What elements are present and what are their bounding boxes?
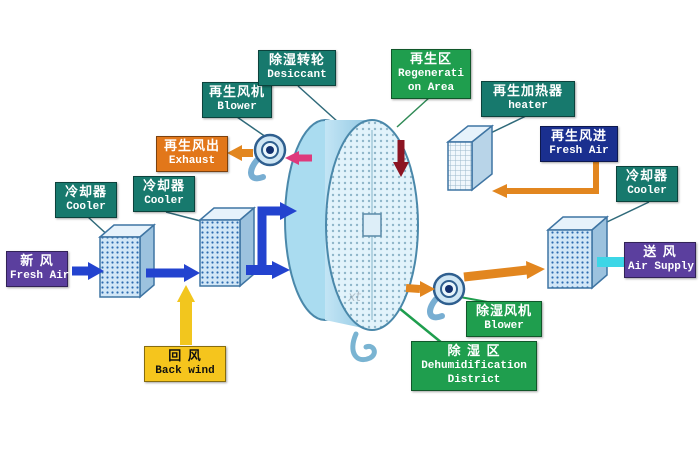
label-cooler-left-2-en: Cooler <box>144 195 184 208</box>
mix-arrowhead <box>184 264 200 282</box>
dehum-blower-scroll <box>427 296 445 321</box>
label-cooler-left-2: 冷却器 Cooler <box>133 176 195 212</box>
label-desiccant-zh: 除湿转轮 <box>268 53 325 68</box>
label-cooler-left-1-zh: 冷却器 <box>64 185 107 200</box>
label-regen-heater-zh: 再生加热器 <box>492 84 563 99</box>
label-desiccant-wheel: 除湿转轮 Desiccant <box>258 50 336 86</box>
label-air-supply-zh: 送 风 <box>643 245 677 260</box>
cooler2-front-face <box>199 219 241 287</box>
label-cooler-left-1: 冷却器 Cooler <box>55 182 117 218</box>
regen-in-arrow <box>507 162 599 194</box>
label-air-supply: 送 风 Air Supply <box>624 242 696 278</box>
label-fresh-air-in-en: Fresh Air <box>10 270 70 283</box>
label-exhaust-zh: 再生风出 <box>163 139 220 154</box>
fresh-air-arrowhead <box>88 262 104 280</box>
label-regen-fresh-air-en: Fresh Air <box>549 145 609 158</box>
regen-heater-graphic <box>445 124 495 192</box>
cooler1-front-face <box>99 236 141 298</box>
regen-out-arrowhead <box>285 151 299 165</box>
label-regen-area-en2: on Area <box>407 82 455 94</box>
desiccant-wheel-graphic <box>284 119 419 362</box>
cooler-box-left-2-graphic <box>197 206 257 288</box>
regen-blower-scroll <box>248 157 266 182</box>
wheel-to-blower-arrowhead <box>420 281 435 297</box>
heater-front-face <box>447 141 473 191</box>
label-exhaust: 再生风出 Exhaust <box>156 136 228 172</box>
label-dehum-blower-en: Blower <box>484 320 524 333</box>
process-air-arrows <box>72 202 297 282</box>
leader-regen-blower <box>236 116 267 138</box>
label-regen-fresh-air: 再生风进 Fresh Air <box>540 126 618 162</box>
process-arrowhead-upper <box>280 202 297 220</box>
regen-heated-arrowhead <box>393 162 409 177</box>
dehum-blower-graphic <box>427 272 466 321</box>
label-cooler-right-en: Cooler <box>627 185 667 198</box>
label-regen-blower-zh: 再生风机 <box>208 85 265 100</box>
back-wind-arrow <box>177 285 195 345</box>
leader-desiccant <box>297 85 339 123</box>
label-cooler-left-1-en: Cooler <box>66 201 106 214</box>
label-regen-heater: 再生加热器 heater <box>481 81 575 117</box>
label-dehum-district-en1: Dehumidification <box>421 360 527 373</box>
wheel-curl <box>350 331 377 362</box>
label-back-wind: 回 风 Back wind <box>144 346 226 382</box>
watermark-text: xt <box>348 290 361 305</box>
label-fresh-air-in-zh: 新 风 <box>20 254 54 269</box>
regeneration-arrows <box>227 140 599 198</box>
label-exhaust-en: Exhaust <box>168 155 216 168</box>
label-dehum-blower: 除湿风机 Blower <box>466 301 542 337</box>
label-back-wind-zh: 回 风 <box>168 349 202 364</box>
back-wind-arrowhead <box>177 285 195 302</box>
label-dehum-district: 除 湿 区 Dehumidification District <box>411 341 537 391</box>
label-dehum-blower-zh: 除湿风机 <box>475 304 532 319</box>
label-air-supply-en: Air Supply <box>628 261 695 274</box>
leader-regen-area <box>396 96 431 128</box>
label-regen-blower: 再生风机 Blower <box>202 82 272 118</box>
regen-in-arrowhead <box>492 184 507 198</box>
wheel-hub <box>362 213 382 237</box>
regen-blower-graphic <box>248 133 287 182</box>
label-regen-fresh-air-zh: 再生风进 <box>550 129 607 144</box>
label-regen-blower-en: Blower <box>217 101 257 114</box>
label-fresh-air-in: 新 风 Fresh Air <box>6 251 70 287</box>
exhaust-arrowhead <box>227 145 242 161</box>
label-desiccant-en: Desiccant <box>267 69 327 82</box>
cooler3-front-face <box>547 229 593 289</box>
dehum-blower-hub <box>445 285 453 293</box>
cooler-box-right-graphic <box>545 215 610 290</box>
label-regen-heater-en: heater <box>508 100 548 113</box>
label-back-wind-en: Back wind <box>155 365 215 378</box>
label-dehum-district-zh: 除 湿 区 <box>447 344 501 359</box>
process-arrowhead-lower <box>272 261 290 279</box>
label-regen-area-en1: Regenerati <box>397 68 464 81</box>
cooler3-side-face <box>591 215 608 290</box>
cooler-box-left-1-graphic <box>97 223 157 299</box>
wheel-to-blower-arrow <box>405 284 421 293</box>
blower-to-cooler-arrowhead <box>526 261 545 279</box>
regen-blower-hub <box>266 146 274 154</box>
label-regen-area-zh: 再生区 <box>409 52 452 67</box>
process-arrow-upper <box>257 206 280 266</box>
label-regen-area: 再生区 Regenerati on Area <box>391 49 471 99</box>
label-cooler-right-zh: 冷却器 <box>625 169 668 184</box>
label-cooler-right: 冷却器 Cooler <box>616 166 678 202</box>
label-cooler-left-2-zh: 冷却器 <box>142 179 185 194</box>
blower-to-cooler-arrow <box>463 265 528 282</box>
cooler1-side-face <box>139 223 155 299</box>
label-dehum-district-en2: District <box>447 374 501 386</box>
